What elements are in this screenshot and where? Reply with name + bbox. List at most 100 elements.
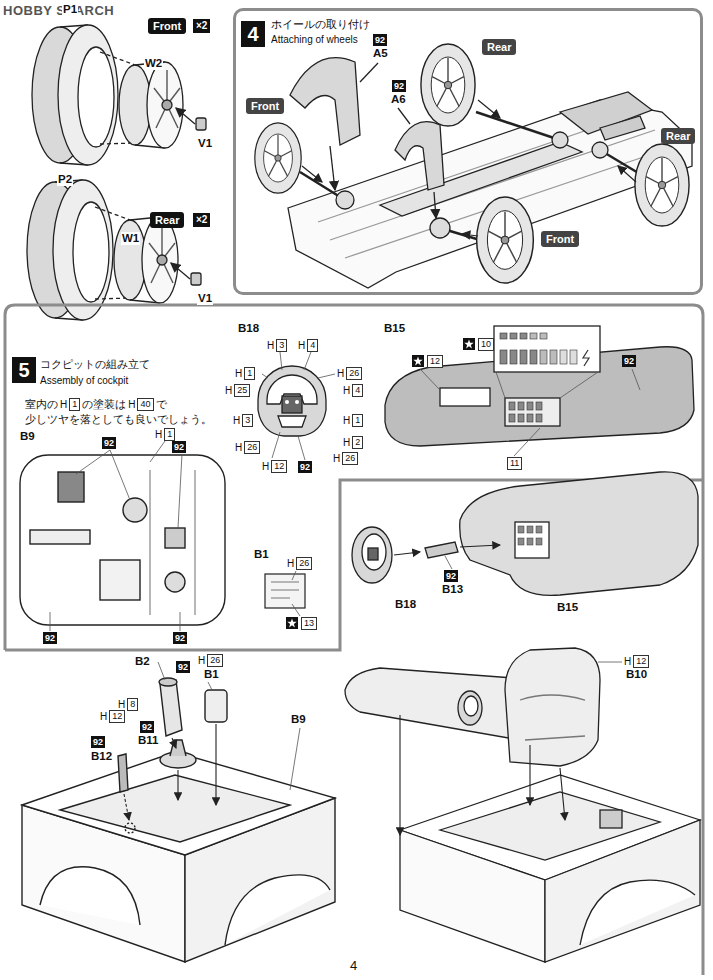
- paint-prefix: H: [343, 415, 350, 427]
- callout-number: 1: [69, 398, 80, 411]
- callout-number: 26: [342, 452, 358, 465]
- label-group: H12: [262, 460, 287, 473]
- label-group: H4: [343, 384, 363, 397]
- part-name: W2: [144, 57, 163, 70]
- callout-number: 8: [127, 698, 138, 711]
- label-group: W1: [121, 232, 140, 245]
- paint-code: 92: [298, 461, 312, 473]
- callout-number: 13: [301, 617, 317, 630]
- label-group: H26: [337, 367, 362, 380]
- label-group: B11: [137, 734, 159, 747]
- note-text: 少しツヤを落としても良いでしょう。: [25, 413, 212, 426]
- page-number: 4: [350, 958, 357, 973]
- part-name: B15: [556, 601, 579, 614]
- paint-prefix: H: [100, 711, 107, 723]
- node-text: Front: [153, 19, 181, 33]
- callout-number: 12: [427, 355, 443, 368]
- paint-code: 92: [102, 437, 116, 449]
- label-group: ×2: [193, 19, 210, 33]
- callout-number: 12: [109, 710, 125, 723]
- label-group: 12: [427, 355, 443, 368]
- label-group: H12: [100, 710, 125, 723]
- note-text: の塗装は: [82, 398, 126, 411]
- label-group: H1: [235, 367, 255, 380]
- part-name: B18: [237, 322, 260, 335]
- direction-tag: Front: [148, 18, 186, 34]
- direction-tag: Rear: [661, 128, 695, 144]
- part-name: B18: [394, 598, 417, 611]
- label-group: P2: [57, 173, 73, 186]
- quantity-badge: ×2: [193, 19, 210, 33]
- paint-code: 92: [444, 570, 458, 582]
- label-group: ×2: [193, 213, 210, 227]
- paint-code: 92: [176, 661, 190, 673]
- paint-prefix: H: [337, 368, 344, 380]
- node-text: Rear: [155, 213, 179, 227]
- part-name: B1: [253, 548, 270, 561]
- label-group: 室内のH1の塗装はH40で: [25, 398, 167, 411]
- label-group: 13: [301, 617, 317, 630]
- paint-prefix: H: [343, 437, 350, 449]
- callout-number: 3: [276, 339, 287, 352]
- part-name: V1: [197, 137, 213, 150]
- note-text: で: [156, 398, 167, 411]
- paint-code: 92: [172, 441, 186, 453]
- part-name: B12: [90, 750, 113, 763]
- label-group: A5: [372, 47, 389, 60]
- label-group: H4: [298, 339, 318, 352]
- label-group: V1: [197, 292, 213, 305]
- label-group: B1: [253, 548, 270, 561]
- part-name: B10: [625, 668, 648, 681]
- label-group: B13: [441, 583, 464, 596]
- paint-prefix: H: [233, 415, 240, 427]
- label-group: H3: [233, 414, 253, 427]
- node-text: 5: [12, 357, 36, 383]
- label-group: 92: [43, 632, 57, 644]
- label-group: B9: [19, 430, 36, 443]
- paint-prefix: H: [343, 385, 350, 397]
- label-group: B15: [383, 322, 406, 335]
- node-text: Front: [251, 99, 279, 113]
- paint-prefix: H: [198, 655, 205, 667]
- part-name: B9: [290, 713, 307, 726]
- label-group: B18: [394, 598, 417, 611]
- label-group: B1: [203, 668, 220, 681]
- paint-prefix: H: [287, 558, 294, 570]
- part-name: B13: [441, 583, 464, 596]
- label-group: 4: [350, 958, 357, 973]
- label-group: H1: [155, 428, 175, 441]
- step-heading: ホイールの取り付け: [271, 17, 370, 32]
- part-name: A6: [390, 93, 407, 106]
- label-group: 92: [102, 437, 116, 449]
- label-group: H26: [235, 441, 260, 454]
- paint-prefix: H: [155, 429, 162, 441]
- part-name: B11: [137, 734, 159, 747]
- paint-prefix: H: [225, 385, 232, 397]
- label-group: 11: [507, 457, 522, 470]
- label-group: P1: [62, 3, 78, 16]
- callout-number: 2: [352, 436, 363, 449]
- label-group: H3: [267, 339, 287, 352]
- label-group: 92: [140, 721, 154, 733]
- label-group: B18: [237, 322, 260, 335]
- label-group: 92: [373, 34, 387, 46]
- step-number: 4: [241, 21, 265, 47]
- label-group: W2: [144, 57, 163, 70]
- label-group: B10: [625, 668, 648, 681]
- part-name: B15: [383, 322, 406, 335]
- step-subheading: Assembly of cockpit: [40, 375, 128, 386]
- part-name: V1: [197, 292, 213, 305]
- label-group: A6: [390, 93, 407, 106]
- paint-prefix: H: [128, 399, 135, 411]
- label-group: 92: [392, 80, 406, 92]
- direction-tag: Front: [246, 98, 284, 114]
- label-group: 92: [172, 441, 186, 453]
- paint-prefix: H: [118, 699, 125, 711]
- callout-number: 4: [307, 339, 318, 352]
- callout-number: 12: [633, 655, 649, 668]
- paint-code: 92: [140, 721, 154, 733]
- callout-number: 25: [234, 384, 250, 397]
- callout-number: 1: [244, 367, 255, 380]
- label-group: V1: [197, 137, 213, 150]
